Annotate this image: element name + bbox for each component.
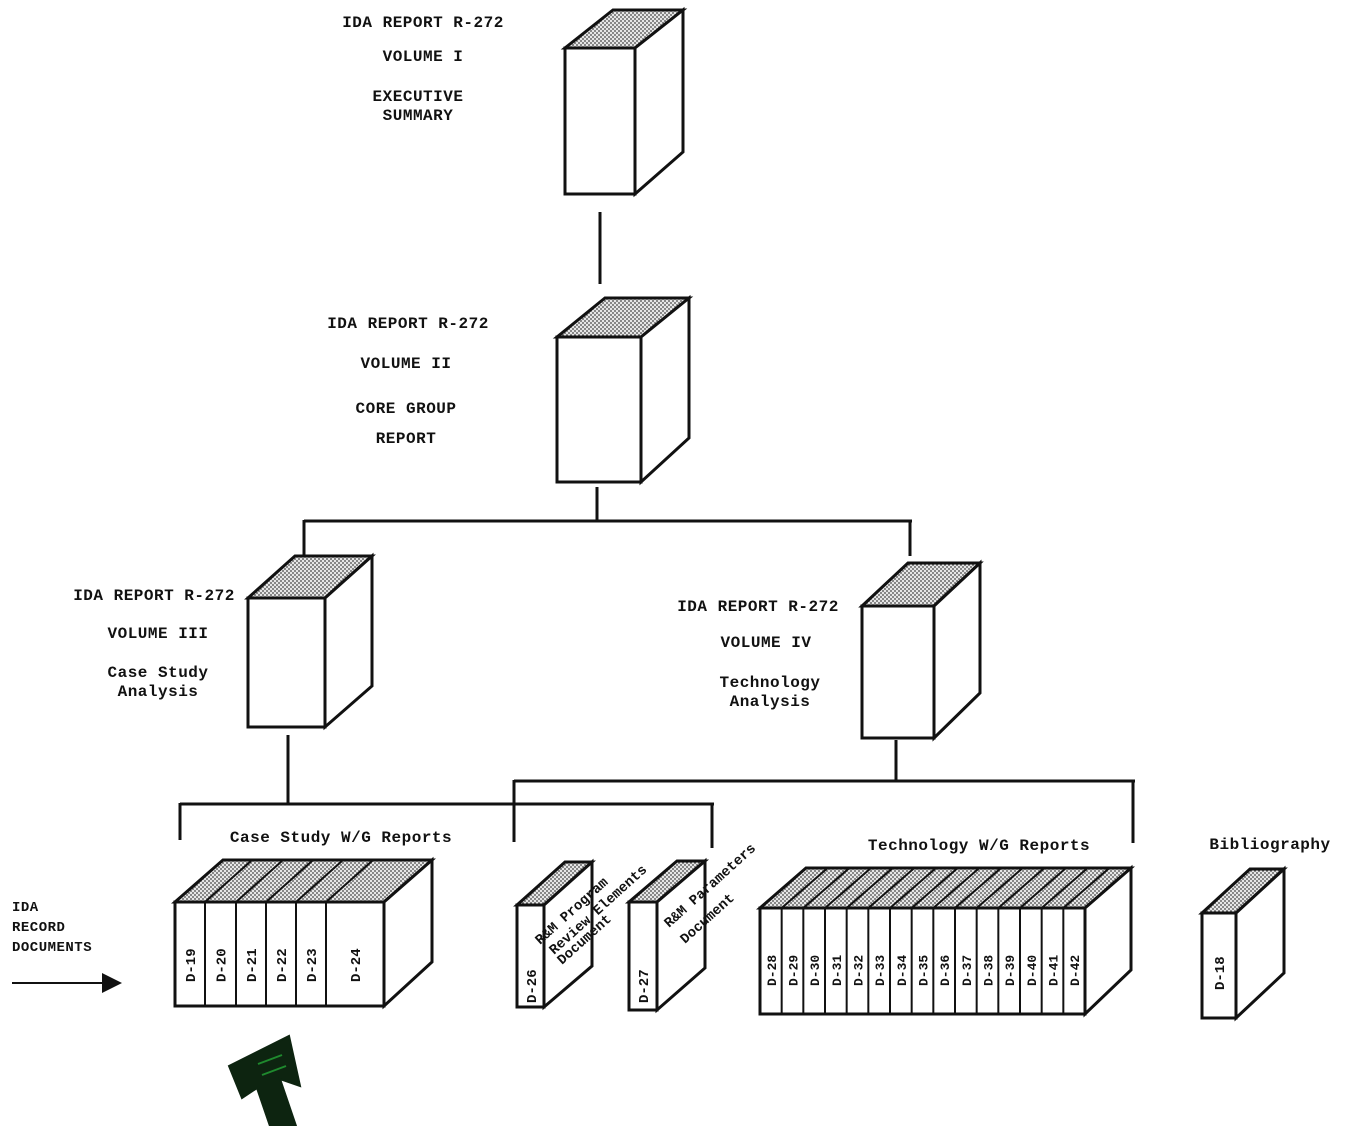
technology-doc-label: D-34 [895, 955, 910, 986]
technology-doc-label: D-38 [982, 955, 997, 986]
technology-doc-label: D-30 [808, 955, 823, 986]
volume-1-number: VOLUME I [383, 48, 464, 66]
volume-3-box [248, 556, 372, 727]
technology-doc-label: D-40 [1025, 955, 1040, 986]
case-study-doc-label: D-23 [305, 948, 321, 982]
pointer-arrow-icon [229, 1036, 300, 1126]
volume-1-box [565, 10, 683, 194]
volume-4-number: VOLUME IV [721, 634, 812, 652]
record-documents-line3: DOCUMENTS [12, 940, 92, 956]
volume-4-report: IDA REPORT R-272 [677, 598, 839, 616]
connector-vol4-technology [514, 740, 1135, 843]
case-study-doc-label: D-24 [349, 948, 365, 982]
technology-doc-label: D-42 [1068, 955, 1083, 986]
volume-3-title-line1: Case Study [107, 664, 208, 682]
technology-doc-label: D-37 [960, 955, 975, 986]
rm-params-doc-label: D-27 [637, 969, 653, 1003]
technology-doc-label: D-41 [1047, 955, 1062, 986]
case-study-doc-label: D-20 [215, 948, 231, 982]
volume-2-report: IDA REPORT R-272 [327, 315, 489, 333]
volume-2-number: VOLUME II [361, 355, 452, 373]
volume-4-title-line2: Analysis [730, 693, 811, 711]
volume-2-box [557, 298, 689, 482]
connector-vol2-branch [304, 487, 912, 570]
volume-1-title-line2: SUMMARY [383, 107, 454, 125]
technology-doc-label: D-39 [1003, 955, 1018, 986]
bibliography-title: Bibliography [1209, 836, 1330, 854]
technology-doc-label: D-36 [938, 955, 953, 986]
volume-1-report: IDA REPORT R-272 [342, 14, 504, 32]
case-study-binders: D-19 D-20 D-21 D-22 D-23 D-24 [175, 860, 432, 1006]
bibliography-binder: D-18 [1202, 869, 1284, 1018]
volume-4-title-line1: Technology [719, 674, 820, 692]
record-documents-line1: IDA [12, 900, 39, 916]
case-study-doc-label: D-22 [275, 948, 291, 982]
technology-group-title: Technology W/G Reports [868, 837, 1090, 855]
volume-2-title-line2: REPORT [376, 430, 437, 448]
volume-1-title-line1: EXECUTIVE [373, 88, 464, 106]
technology-doc-label: D-35 [917, 955, 932, 986]
case-study-doc-label: D-19 [184, 948, 200, 982]
technology-doc-label: D-32 [852, 955, 867, 986]
technology-doc-label: D-28 [765, 955, 780, 986]
technology-doc-label: D-33 [873, 955, 888, 986]
volume-3-report: IDA REPORT R-272 [73, 587, 235, 605]
volume-4-box [862, 563, 980, 738]
technology-doc-label: D-31 [830, 955, 845, 986]
bibliography-doc-label: D-18 [1213, 956, 1229, 990]
volume-3-number: VOLUME III [107, 625, 208, 643]
technology-binders: D-28 D-29 D-30 D-31 D-32 D-33 D-34 D-35 D-36 D-37… [760, 868, 1131, 1014]
rm-program-doc-label: D-26 [525, 969, 541, 1003]
technology-doc-label: D-29 [787, 955, 802, 986]
case-study-doc-label: D-21 [245, 948, 261, 982]
volume-3-title-line2: Analysis [118, 683, 199, 701]
volume-2-title-line1: CORE GROUP [355, 400, 456, 418]
record-documents-line2: RECORD [12, 920, 65, 936]
case-study-group-title: Case Study W/G Reports [230, 829, 452, 847]
